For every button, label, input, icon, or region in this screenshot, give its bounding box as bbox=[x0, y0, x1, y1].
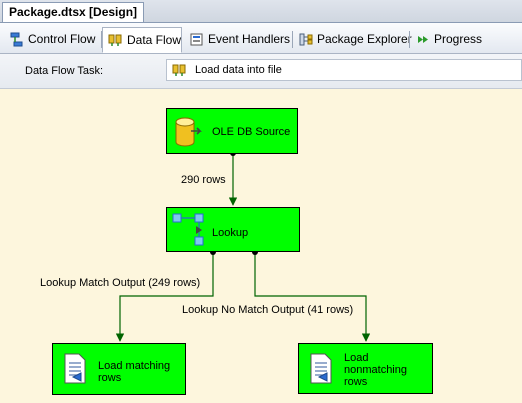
flat-file-destination-icon bbox=[310, 353, 332, 384]
tab-separator bbox=[101, 31, 102, 48]
tab-separator bbox=[292, 31, 293, 48]
control-flow-icon bbox=[10, 32, 23, 47]
tab-progress[interactable]: Progress bbox=[410, 27, 488, 53]
tab-control-flow[interactable]: Control Flow bbox=[4, 27, 101, 53]
tab-label: Control Flow bbox=[28, 32, 96, 46]
component-load-matching-rows[interactable]: Load matching rows bbox=[52, 343, 186, 395]
tab-data-flow[interactable]: Data Flow bbox=[102, 27, 182, 53]
event-handlers-icon bbox=[190, 33, 203, 46]
component-label: OLE DB Source bbox=[212, 126, 291, 138]
document-tab-strip: Package.dtsx [Design] bbox=[0, 0, 522, 23]
tab-label: Event Handlers bbox=[208, 32, 291, 46]
tab-package-explorer[interactable]: Package Explorer bbox=[293, 27, 418, 53]
data-flow-task-value: Load data into file bbox=[195, 64, 282, 76]
path-label-match-output: Lookup Match Output (249 rows) bbox=[40, 277, 201, 289]
progress-arrow-icon bbox=[418, 36, 428, 43]
flat-file-destination-icon bbox=[64, 353, 86, 384]
data-flow-icon bbox=[108, 34, 122, 46]
tab-label: Package Explorer bbox=[317, 32, 412, 46]
data-flow-task-dropdown[interactable]: Load data into file bbox=[166, 59, 522, 81]
component-load-nonmatching-rows[interactable]: Load nonmatching rows bbox=[298, 343, 433, 394]
data-flow-task-icon bbox=[172, 64, 186, 76]
database-cylinder-icon bbox=[175, 117, 202, 147]
component-label: Load nonmatching rows bbox=[344, 352, 407, 388]
tab-separator bbox=[409, 31, 410, 48]
tab-event-handlers[interactable]: Event Handlers bbox=[184, 27, 296, 53]
document-tab[interactable]: Package.dtsx [Design] bbox=[2, 2, 145, 22]
component-ole-db-source[interactable]: OLE DB Source bbox=[166, 108, 298, 154]
package-explorer-icon bbox=[299, 33, 313, 46]
component-lookup[interactable]: Lookup bbox=[166, 207, 300, 252]
lookup-transform-icon bbox=[172, 213, 204, 246]
component-label: Load matching rows bbox=[98, 360, 171, 384]
path-label-source-to-lookup: 290 rows bbox=[181, 174, 226, 186]
data-flow-task-bar: Data Flow Task: Load data into file bbox=[0, 54, 522, 89]
designer-tab-row: Control Flow Data Flow Event Handlers Pa… bbox=[0, 23, 522, 54]
tab-label: Progress bbox=[434, 32, 483, 46]
path-label-nomatch-output: Lookup No Match Output (41 rows) bbox=[182, 304, 354, 316]
data-flow-task-label: Data Flow Task: bbox=[25, 65, 104, 77]
tab-label: Data Flow bbox=[127, 33, 182, 47]
component-label: Lookup bbox=[212, 227, 249, 239]
